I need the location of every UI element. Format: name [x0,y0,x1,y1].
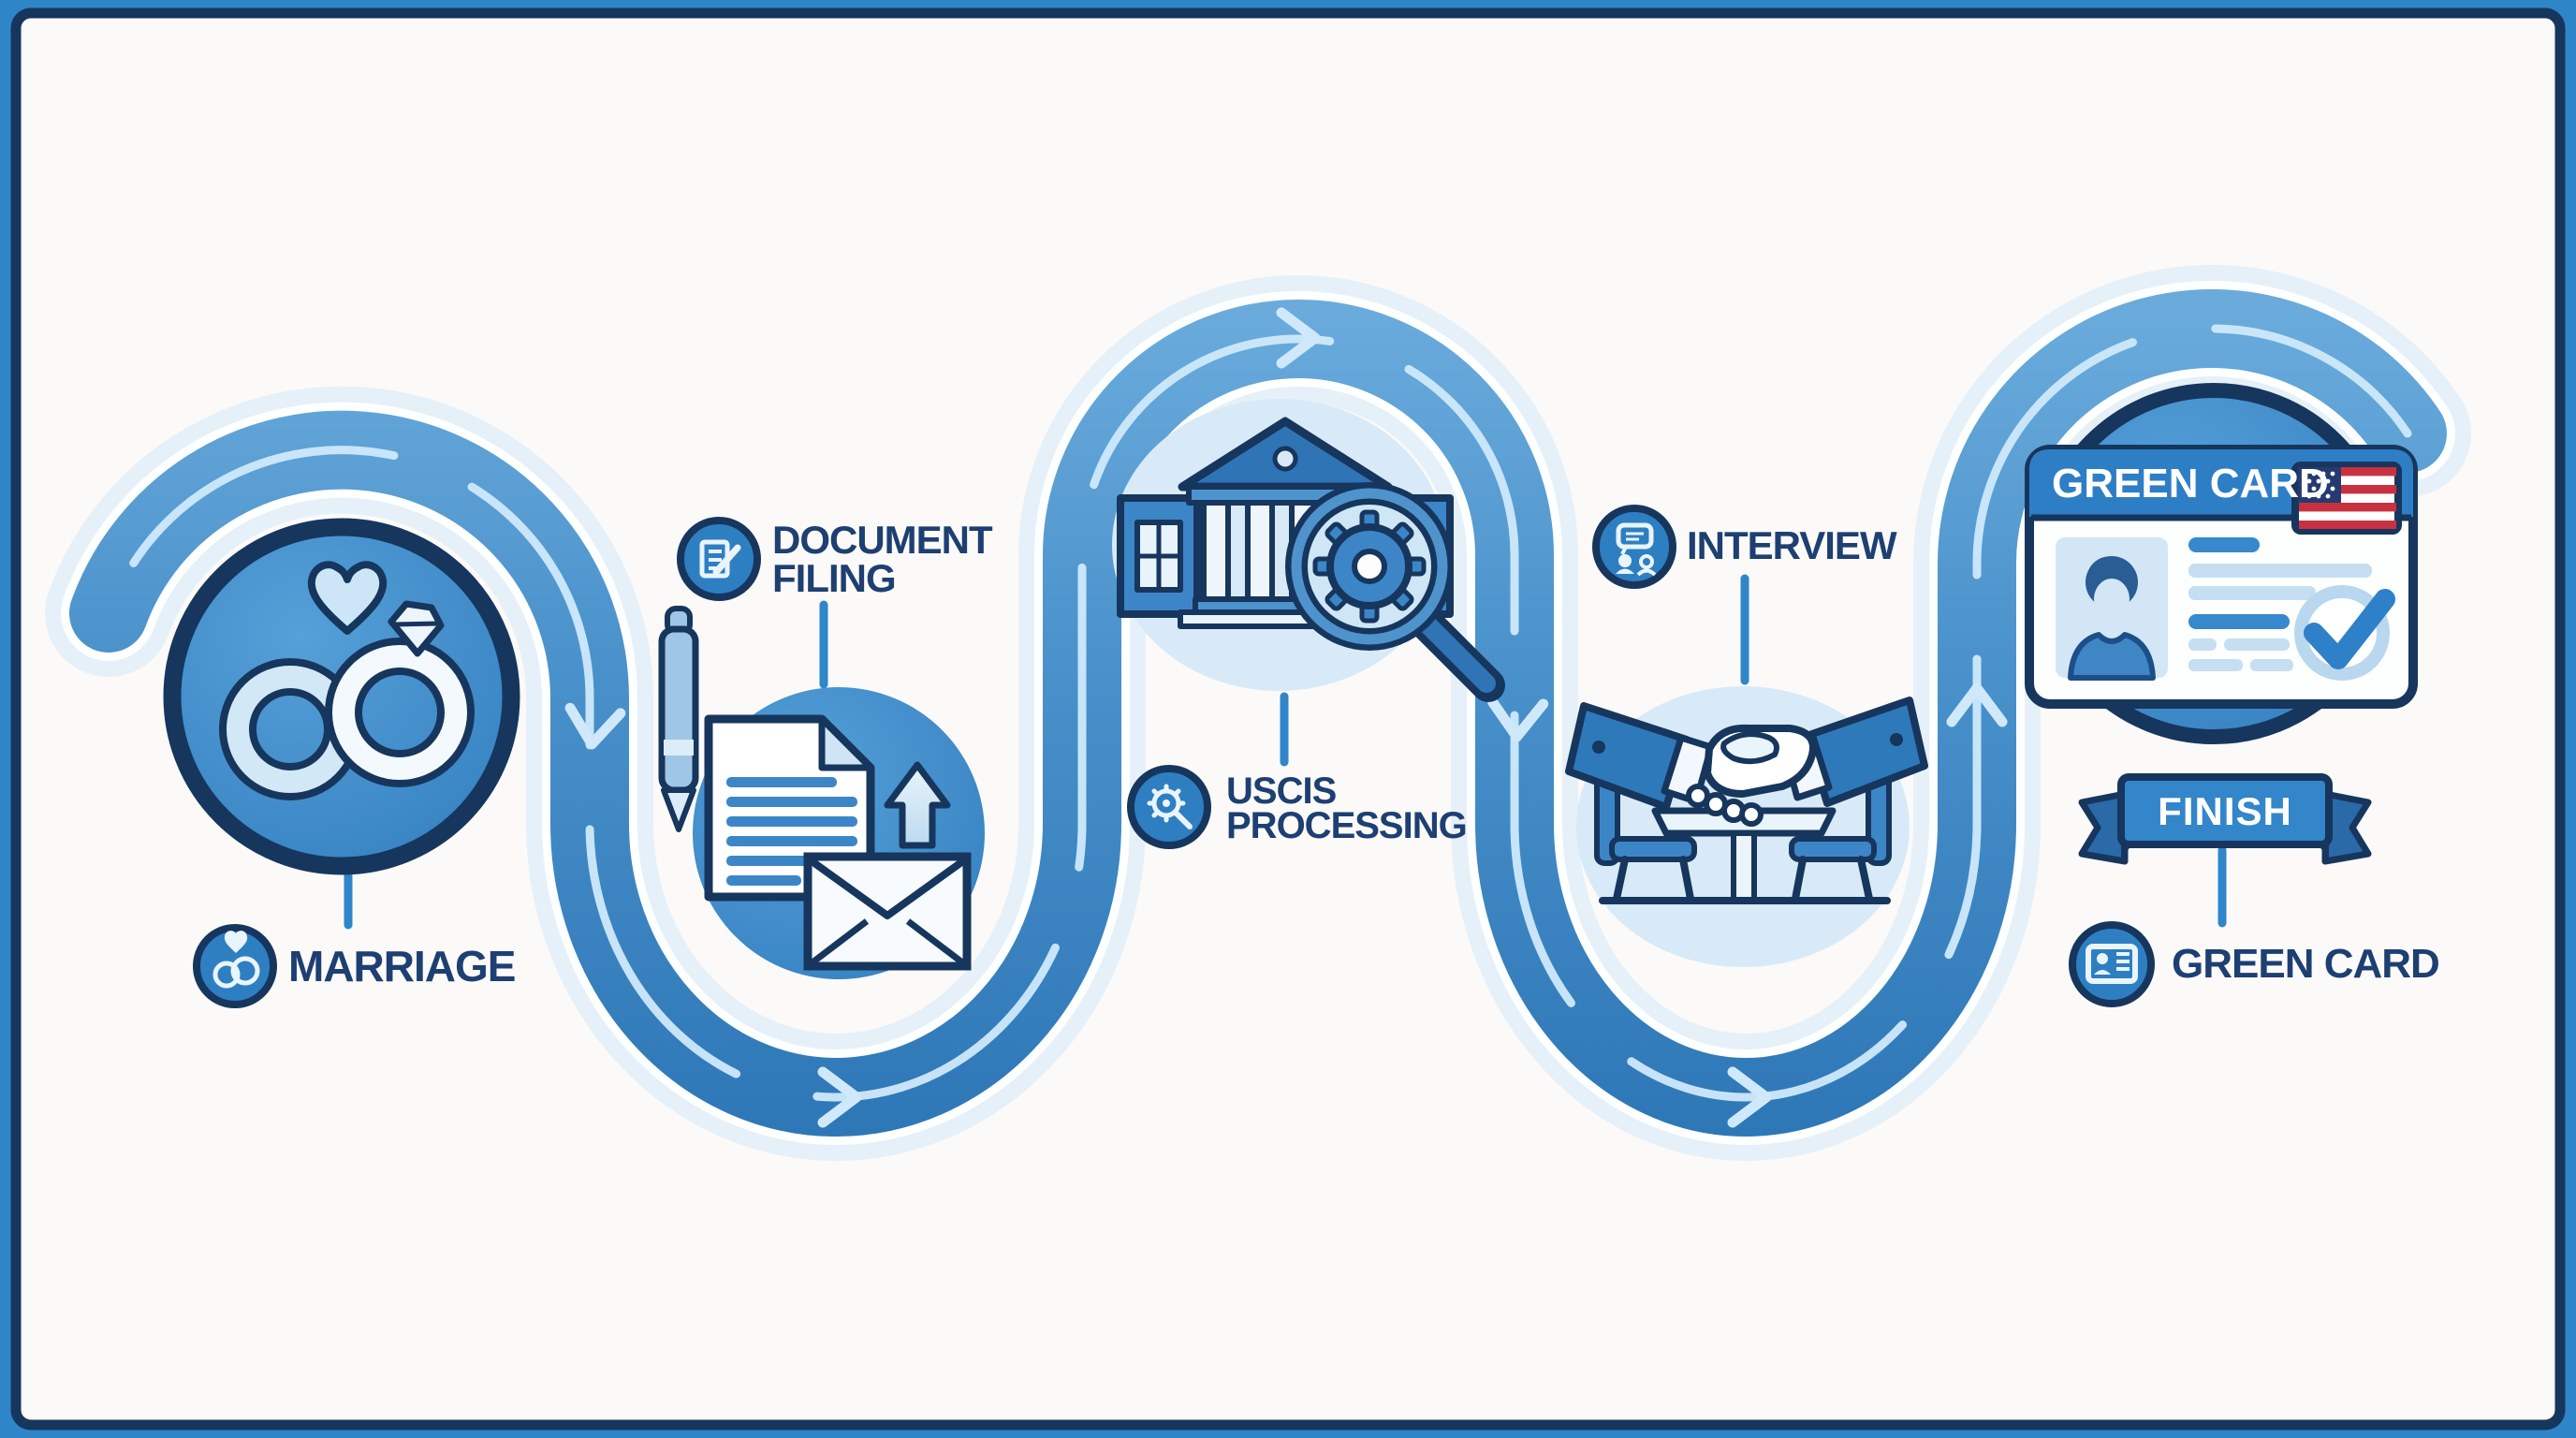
finish-banner-text: FINISH [2158,789,2292,833]
checkmark-icon [2294,585,2395,681]
photo-box [2056,537,2168,681]
heart-icon [307,561,388,635]
step-greencard-graphic [2025,383,2418,865]
chat-people-icon [1592,505,1676,589]
step-interview-graphic [1565,686,1928,967]
chevron-down-icon [564,702,626,750]
flow-path [45,265,2471,1161]
green-card-title: GREEN CARD [2052,461,2329,506]
chevron-right-icon [1727,1066,1772,1128]
step-label-line: USCIS [1226,770,1337,812]
finish-ribbon [2078,773,2372,865]
step-label-line: PROCESSING [1226,805,1468,846]
label-connectors [344,574,2227,930]
step-label-line: DOCUMENT [772,518,993,562]
chevron-right-icon [817,1066,862,1128]
step-marriage-graphic [163,518,520,875]
step-label-document-filing: DOCUMENT FILING [772,518,993,600]
step-label-green-card: GREEN CARD [2172,941,2440,987]
handshake-icon [1565,697,1928,827]
step-document-graphic [658,606,985,979]
upload-arrow-icon [884,761,951,849]
chair-left-icon [1594,772,1697,902]
step-label-marriage: MARRIAGE [288,942,516,990]
wedding-rings-icon [219,561,475,800]
rings-heart-icon [193,924,277,1008]
card-text-lines [2188,537,2372,671]
envelope-icon [803,852,972,971]
chevron-right-icon [1276,307,1321,369]
step-uscis-graphic [1112,399,1505,702]
chevron-up-icon [1946,682,2008,727]
diamond-icon [388,600,445,657]
gear-magnifier-icon [1127,765,1211,849]
step-badges [193,505,2155,1008]
us-flag-icon [2291,462,2402,535]
flow-stripe [104,324,2412,1102]
step-label-line: FILING [772,556,897,600]
step-label-interview: INTERVIEW [1687,523,1897,567]
step-label-uscis-processing: USCIS PROCESSING [1226,770,1468,846]
pen-icon [658,606,699,832]
chevron-down-icon [1487,697,1549,742]
document-pencil-icon [677,517,761,601]
chair-right-icon [1789,772,1892,902]
green-card-document-icon [2025,445,2418,709]
magnifier-gear-icon [1285,482,1505,702]
id-card-icon [2069,921,2155,1007]
